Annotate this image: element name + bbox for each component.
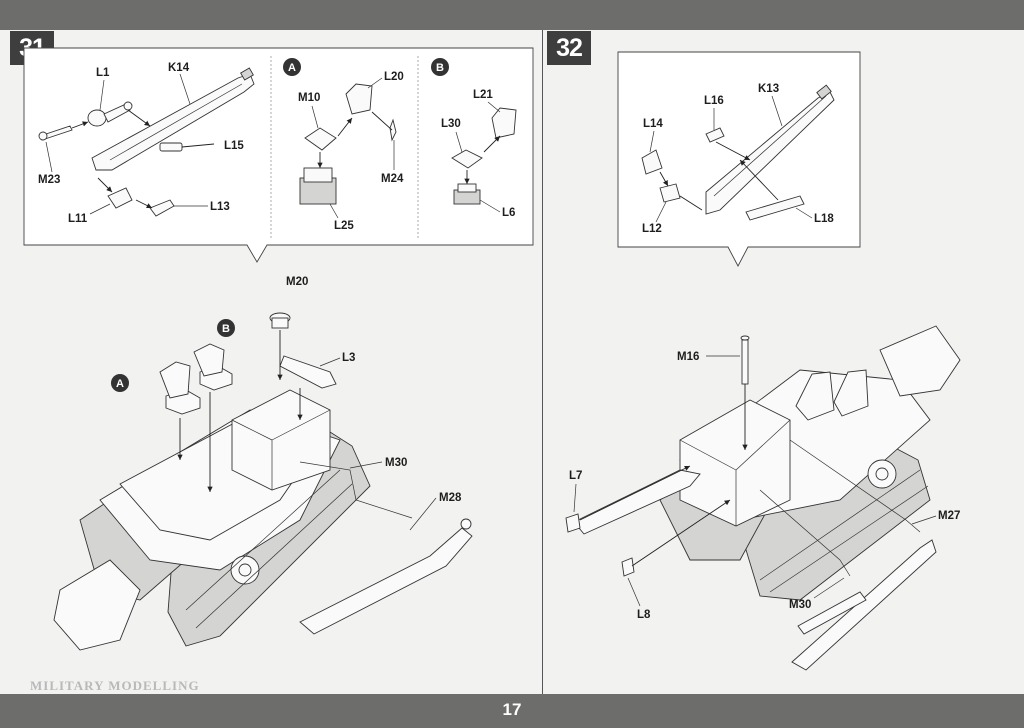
l30-cushion-part bbox=[451, 149, 483, 169]
label-m30-step32: M30 bbox=[789, 599, 811, 611]
label-m27: M27 bbox=[938, 510, 960, 522]
step-32-m16-cylinder bbox=[740, 335, 750, 385]
subassembly-a-marker: A bbox=[288, 62, 296, 74]
step-32-number: 32 bbox=[547, 31, 591, 65]
label-m16: M16 bbox=[677, 351, 699, 363]
m24-lever-part bbox=[389, 118, 397, 142]
l1-cylinder-part bbox=[87, 101, 133, 127]
label-l25: L25 bbox=[334, 220, 354, 232]
label-l3: L3 bbox=[342, 352, 355, 364]
page-column-divider bbox=[542, 30, 543, 694]
step-32-l7-bracket bbox=[565, 513, 581, 533]
label-m28: M28 bbox=[439, 492, 462, 504]
label-m20: M20 bbox=[286, 276, 308, 288]
step-31-m20-cap bbox=[269, 312, 291, 329]
l21-seatback-part bbox=[491, 107, 517, 139]
label-l7: L7 bbox=[569, 470, 582, 482]
label-m10: M10 bbox=[298, 92, 320, 104]
label-m30: M30 bbox=[385, 457, 407, 469]
label-l14: L14 bbox=[643, 118, 663, 130]
l11-bracket-part bbox=[107, 187, 133, 209]
step-32-dozer-body bbox=[659, 325, 961, 601]
l25-seat-base-part bbox=[299, 167, 337, 205]
label-m23: M23 bbox=[38, 174, 60, 186]
label-l8: L8 bbox=[637, 609, 651, 621]
l14-bracket-part bbox=[641, 149, 663, 175]
label-l11: L11 bbox=[68, 213, 88, 225]
l15-link-part bbox=[159, 142, 183, 152]
step-32-callout-box bbox=[617, 51, 861, 267]
top-header-bar bbox=[0, 0, 1024, 30]
step-31-m30-rail bbox=[299, 461, 413, 519]
m23-pin-part bbox=[38, 125, 73, 141]
label-l12: L12 bbox=[642, 223, 662, 235]
l6-seat-base-part bbox=[453, 183, 481, 205]
label-m24: M24 bbox=[381, 173, 404, 185]
l18-rod-part bbox=[745, 195, 805, 221]
label-l13: L13 bbox=[210, 201, 230, 213]
l16-link-part bbox=[705, 127, 725, 143]
step-31-seat-b-placed bbox=[193, 343, 233, 391]
main-view-marker-b: B bbox=[222, 323, 230, 335]
label-l16: L16 bbox=[704, 95, 724, 107]
l12-bracket-part bbox=[659, 183, 681, 203]
k14-arm-part bbox=[91, 67, 255, 171]
step-31-seat-a-placed bbox=[159, 361, 201, 415]
label-l18: L18 bbox=[814, 213, 834, 225]
l20-seatback-part bbox=[345, 83, 373, 115]
label-k14: K14 bbox=[168, 62, 190, 74]
label-l20: L20 bbox=[384, 71, 404, 83]
label-l21: L21 bbox=[473, 89, 493, 101]
label-l15: L15 bbox=[224, 140, 244, 152]
step-32-right-arm bbox=[791, 539, 937, 671]
main-view-marker-a: A bbox=[116, 378, 124, 390]
page-number: 17 bbox=[502, 700, 522, 719]
label-k13: K13 bbox=[758, 83, 779, 95]
m10-cushion-part bbox=[304, 127, 337, 151]
label-l6: L6 bbox=[502, 207, 515, 219]
step-32-left-arm bbox=[573, 469, 701, 535]
bottom-footer-bar bbox=[0, 694, 1024, 728]
subassembly-b-marker: B bbox=[436, 62, 444, 74]
step-32-l8-bracket bbox=[621, 557, 635, 577]
step-31-dozer-body bbox=[53, 389, 371, 651]
step-31-arm-m28 bbox=[299, 518, 473, 635]
k13-arm-part bbox=[705, 84, 835, 215]
watermark-text: MILITARY MODELLING bbox=[30, 678, 200, 693]
label-l1: L1 bbox=[96, 67, 110, 79]
step-31-l3-rail bbox=[279, 355, 337, 389]
label-l30: L30 bbox=[441, 118, 461, 130]
